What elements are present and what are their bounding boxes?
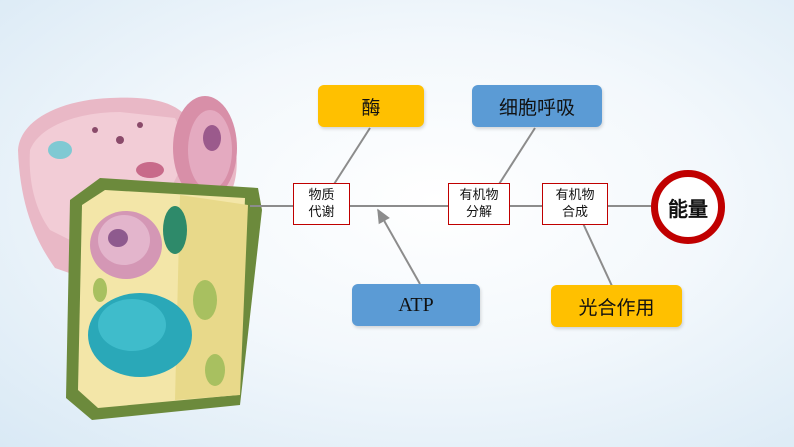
atp-label: ATP (398, 293, 434, 316)
organic-decompose-box: 有机物 分解 (448, 183, 510, 225)
photosynthesis-label: 光合作用 (578, 296, 655, 319)
energy-circle: 能量 (651, 170, 725, 244)
atp-arrow (377, 208, 421, 285)
organic-decompose-label: 有机物 分解 (459, 188, 499, 220)
cell-respiration-box: 细胞呼吸 (472, 85, 602, 127)
enzyme-box: 酶 (318, 85, 424, 127)
plant-cell (66, 178, 262, 420)
atp-box: ATP (352, 284, 480, 326)
photosynthesis-box: 光合作用 (551, 285, 682, 327)
cell-respiration-label: 细胞呼吸 (498, 96, 575, 119)
organic-synthesize-box: 有机物 合成 (542, 183, 608, 225)
organic-synthesize-label: 有机物 合成 (555, 188, 595, 220)
material-metabolism-label: 物质 代谢 (308, 188, 335, 220)
energy-label: 能量 (668, 196, 708, 221)
material-metabolism-box: 物质 代谢 (293, 183, 350, 225)
enzyme-label: 酶 (361, 96, 381, 119)
